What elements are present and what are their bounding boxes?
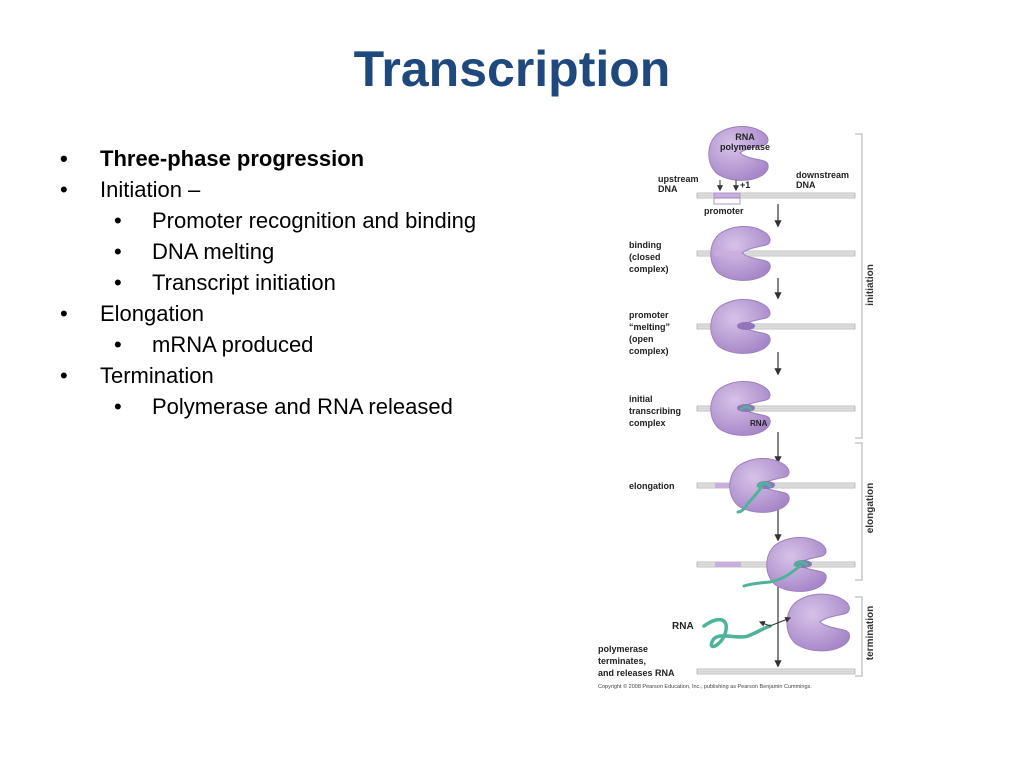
bullet-initiation: Initiation – — [58, 177, 528, 203]
label-rna-released: RNA — [672, 621, 694, 632]
sub-bullet-transcript-initiation: Transcript initiation — [58, 270, 528, 296]
label-complex-3: complex — [629, 418, 666, 428]
step-binding: binding (closed complex) — [629, 225, 856, 281]
label-complex-1: complex) — [629, 264, 669, 274]
bullet-elongation: Elongation — [58, 301, 528, 327]
label-open: (open — [629, 334, 654, 344]
label-rna-in-complex: RNA — [750, 419, 768, 428]
label-rna: RNA — [735, 132, 755, 142]
label-initial: initial — [629, 394, 653, 404]
step-elongation-2 — [696, 536, 856, 592]
label-elongation: elongation — [629, 481, 675, 491]
promoter-region — [713, 192, 741, 199]
bullet-three-phase: Three-phase progression — [58, 146, 528, 172]
label-closed: (closed — [629, 252, 661, 262]
slide-title: Transcription — [353, 41, 671, 97]
label-binding: binding — [629, 240, 662, 250]
phase-brackets — [855, 133, 863, 677]
released-rna — [702, 617, 772, 649]
label-terminates: terminates, — [598, 656, 646, 666]
label-releases-rna: and releases RNA — [598, 668, 675, 678]
sub-bullet-dna-melting: DNA melting — [58, 239, 528, 265]
label-polymerase-terminates: polymerase — [598, 644, 648, 654]
step-elongation: elongation — [629, 457, 856, 514]
label-complex-2: complex) — [629, 346, 669, 356]
bullet-termination: Termination — [58, 363, 528, 389]
phase-label-termination: termination — [865, 606, 876, 660]
label-upstream-dna: DNA — [658, 184, 678, 194]
label-plus-one: +1 — [740, 180, 750, 190]
dna-strand-1 — [696, 192, 856, 199]
label-downstream: downstream — [796, 170, 849, 180]
phase-label-elongation: elongation — [865, 483, 876, 534]
sub-bullet-mrna-produced: mRNA produced — [58, 332, 528, 358]
sub-bullet-polymerase-released: Polymerase and RNA released — [58, 394, 528, 420]
label-polymerase: polymerase — [720, 142, 770, 152]
sub-bullet-promoter-recognition: Promoter recognition and binding — [58, 208, 528, 234]
step-termination: RNA polymerase terminates, and releases … — [598, 593, 856, 678]
step-free-polymerase: RNA polymerase +1 upstream DNA downstrea… — [658, 125, 856, 216]
step-initial-transcribing: RNA initial transcribing complex — [629, 380, 856, 436]
step-melting: promoter “melting” (open complex) — [629, 298, 856, 356]
label-promoter-2: promoter — [629, 310, 669, 320]
label-downstream-dna: DNA — [796, 180, 816, 190]
bullet-list: Three-phase progression Initiation – Pro… — [58, 146, 528, 425]
label-promoter: promoter — [704, 206, 744, 216]
phase-label-initiation: initiation — [865, 264, 876, 306]
label-melting: “melting” — [629, 322, 670, 332]
label-upstream: upstream — [658, 174, 699, 184]
label-transcribing: transcribing — [629, 406, 681, 416]
copyright-notice: Copyright © 2008 Pearson Education, Inc.… — [598, 683, 812, 690]
